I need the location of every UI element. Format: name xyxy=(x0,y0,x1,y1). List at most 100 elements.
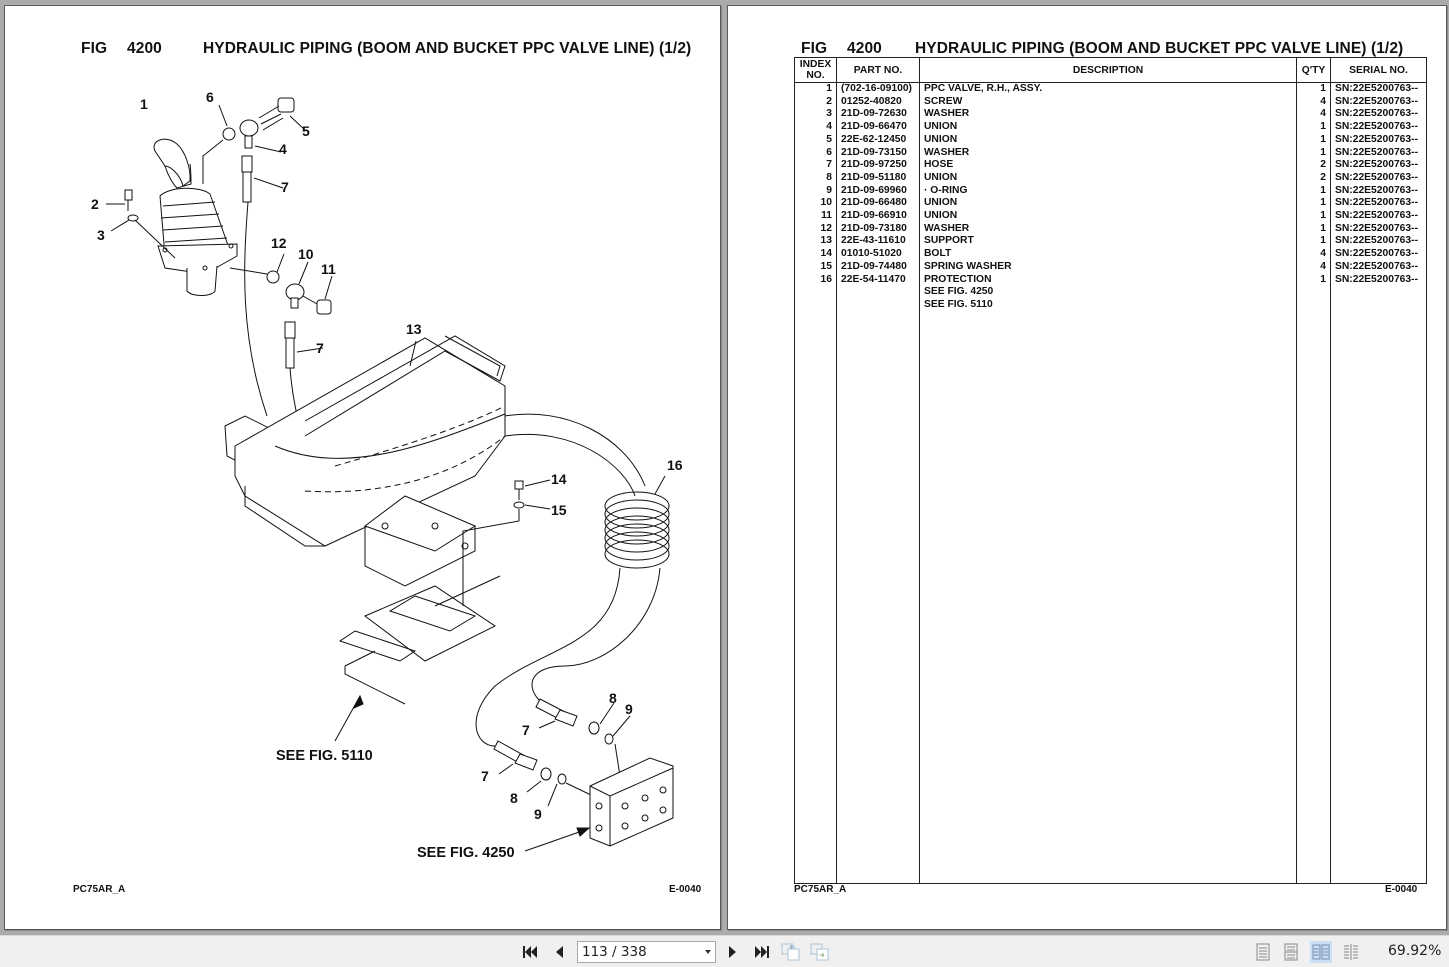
cell-index: 11 xyxy=(794,210,837,223)
empty-cell xyxy=(919,311,1297,884)
callout-4: 4 xyxy=(279,141,287,157)
callout-8-lower: 8 xyxy=(510,790,518,806)
screw-2 xyxy=(106,189,176,259)
cell-qty: 1 xyxy=(1296,184,1331,198)
cell-part-no: 22E-54-11470 xyxy=(836,273,920,287)
callout-13: 13 xyxy=(406,321,422,337)
cell-part-no: 21D-09-66480 xyxy=(836,197,920,211)
cell-serial-no: SN:22E5200763-- xyxy=(1330,222,1427,236)
callout-8-upper: 8 xyxy=(609,690,617,706)
cell-serial-no: SN:22E5200763-- xyxy=(1330,171,1427,185)
cell-index: 7 xyxy=(794,159,837,172)
previous-page-button[interactable] xyxy=(549,942,569,962)
page-dropdown-caret-icon[interactable] xyxy=(705,950,711,954)
table-filler-row xyxy=(794,311,1427,884)
callout-9-lower: 9 xyxy=(534,806,542,822)
callout-15: 15 xyxy=(551,502,567,518)
cell-serial-no: SN:22E5200763-- xyxy=(1330,146,1427,160)
callout-10: 10 xyxy=(298,246,314,262)
first-page-button[interactable] xyxy=(521,942,541,962)
footer-model: PC75AR_A xyxy=(73,884,126,895)
header-serial-no: SERIAL NO. xyxy=(1330,57,1427,83)
cell-qty: 1 xyxy=(1296,146,1331,160)
cell-qty: 1 xyxy=(1296,197,1331,211)
page-number-input[interactable] xyxy=(582,942,692,962)
cell-description: PROTECTION xyxy=(919,273,1297,287)
view-single-page-button[interactable] xyxy=(1252,941,1274,963)
support-13 xyxy=(224,335,646,587)
cell-index: 4 xyxy=(794,121,837,134)
hose-end-lower xyxy=(493,740,594,807)
cell-index xyxy=(794,286,837,299)
cell-description: SUPPORT xyxy=(919,235,1297,249)
callout-11: 11 xyxy=(321,261,336,277)
fig-title-text: HYDRAULIC PIPING (BOOM AND BUCKET PPC VA… xyxy=(915,40,1404,57)
single-page-icon xyxy=(1256,943,1270,961)
view-two-page-continuous-button[interactable] xyxy=(1340,941,1362,963)
fig-number: 4200 xyxy=(127,40,162,57)
footer-model: PC75AR_A xyxy=(794,884,847,895)
cell-index: 10 xyxy=(794,197,837,211)
callout-2: 2 xyxy=(91,196,99,212)
fig-label: FIG xyxy=(81,40,108,57)
footer-page-code: E-0040 xyxy=(669,884,702,895)
two-page-icon xyxy=(1312,944,1330,960)
cell-serial-no: SN:22E5200763-- xyxy=(1330,273,1427,287)
empty-cell xyxy=(1296,311,1331,884)
union-10-assembly xyxy=(229,253,333,447)
cell-qty: 1 xyxy=(1296,273,1331,287)
zoom-level[interactable]: 69.92% xyxy=(1388,943,1442,959)
cell-description: WASHER xyxy=(919,108,1297,122)
cell-index: 12 xyxy=(794,222,837,236)
next-view-button[interactable] xyxy=(810,942,830,962)
cell-part-no: 21D-09-73150 xyxy=(836,146,920,160)
next-view-icon xyxy=(810,943,829,961)
cell-serial-no: SN:22E5200763-- xyxy=(1330,159,1427,172)
cell-description: UNION xyxy=(919,133,1297,147)
cell-serial-no: SN:22E5200763-- xyxy=(1330,184,1427,198)
first-page-icon xyxy=(523,946,537,958)
callout-7-upper-hose: 7 xyxy=(522,722,530,738)
table-row: SEE FIG. 5110 xyxy=(794,298,1427,312)
cell-qty: 1 xyxy=(1296,222,1331,236)
cell-description: UNION xyxy=(919,210,1297,223)
cell-part-no: 21D-09-51180 xyxy=(836,171,920,185)
callout-7-top: 7 xyxy=(281,179,289,195)
two-page-continuous-icon xyxy=(1344,944,1358,960)
cell-part-no: 21D-09-66910 xyxy=(836,210,920,223)
view-two-page-button[interactable] xyxy=(1310,941,1332,963)
header-part-no: PART NO. xyxy=(836,57,920,83)
fig-number: 4200 xyxy=(847,40,882,57)
cell-qty xyxy=(1296,286,1331,299)
cell-part-no: 21D-09-69960 xyxy=(836,184,920,198)
page-number-field[interactable] xyxy=(577,941,716,963)
cell-description: UNION xyxy=(919,121,1297,134)
cell-serial-no: SN:22E5200763-- xyxy=(1330,108,1427,122)
callout-7-lower-hose: 7 xyxy=(481,768,489,784)
view-continuous-button[interactable] xyxy=(1280,941,1302,963)
previous-view-button[interactable] xyxy=(781,942,801,962)
cell-part-no xyxy=(836,298,920,312)
last-page-button[interactable] xyxy=(751,942,771,962)
callout-12: 12 xyxy=(271,235,287,251)
header-description: DESCRIPTION xyxy=(919,57,1297,83)
cell-description: WASHER xyxy=(919,222,1297,236)
cell-qty: 1 xyxy=(1296,235,1331,249)
cell-index: 9 xyxy=(794,184,837,198)
header-qty: Q'TY xyxy=(1296,57,1331,83)
cell-qty: 1 xyxy=(1296,121,1331,134)
cell-serial-no: SN:22E5200763-- xyxy=(1330,95,1427,109)
callout-5: 5 xyxy=(302,123,310,139)
cell-qty: 2 xyxy=(1296,171,1331,185)
next-page-icon xyxy=(729,946,736,958)
cell-description: UNION xyxy=(919,171,1297,185)
next-page-button[interactable] xyxy=(723,942,743,962)
